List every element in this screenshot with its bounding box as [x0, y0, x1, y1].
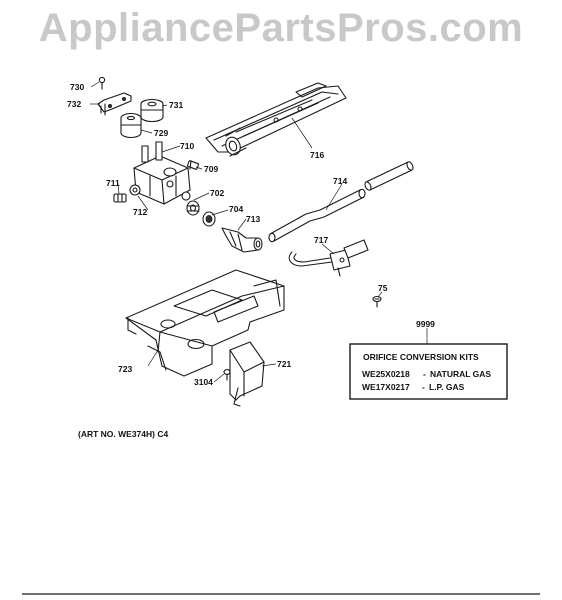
- part-714-gas-tube[interactable]: [268, 161, 414, 243]
- watermark-text: AppliancePartsPros.com: [38, 6, 524, 50]
- kit-line-1-separator: -: [423, 369, 426, 379]
- art-number: (ART NO. WE374H) C4: [78, 429, 168, 439]
- callout-717: 717: [314, 235, 328, 245]
- callout-702: 702: [210, 188, 224, 198]
- callout-712: 712: [133, 207, 147, 217]
- part-716-burner[interactable]: [205, 82, 347, 157]
- part-713-elbow[interactable]: [221, 227, 263, 253]
- kit-title: ORIFICE CONVERSION KITS: [363, 352, 479, 362]
- callout-3104: 3104: [194, 377, 213, 387]
- kit-line-1-part: WE25X0218: [362, 369, 410, 379]
- part-729-coil[interactable]: [120, 112, 142, 139]
- callout-labels: 730 732 731 729 716 710 709 711 702 712 …: [67, 82, 435, 387]
- callout-729: 729: [154, 128, 168, 138]
- callout-714: 714: [333, 176, 347, 186]
- callout-732: 732: [67, 99, 81, 109]
- part-710-gas-valve[interactable]: [129, 141, 191, 205]
- part-721-heat-shield[interactable]: [229, 341, 265, 407]
- callout-704: 704: [229, 204, 243, 214]
- callout-710: 710: [180, 141, 194, 151]
- callout-730: 730: [70, 82, 84, 92]
- part-704-ring[interactable]: [202, 211, 216, 227]
- callout-723: 723: [118, 364, 132, 374]
- part-732-bracket[interactable]: [97, 92, 132, 116]
- part-709-fitting[interactable]: [187, 160, 199, 170]
- callout-711: 711: [106, 178, 120, 188]
- orifice-kits-box: ORIFICE CONVERSION KITS WE25X0218 - NATU…: [349, 343, 508, 400]
- callout-731: 731: [169, 100, 183, 110]
- leader-lines: [90, 81, 428, 383]
- part-730-screw[interactable]: [98, 76, 106, 90]
- callout-709: 709: [204, 164, 218, 174]
- callout-716: 716: [310, 150, 324, 160]
- part-731-coil[interactable]: [140, 98, 164, 123]
- callout-721: 721: [277, 359, 291, 369]
- callout-75: 75: [378, 283, 388, 293]
- kit-line-1-desc: NATURAL GAS: [430, 369, 491, 379]
- part-702-nut[interactable]: [186, 200, 200, 216]
- callout-713: 713: [246, 214, 260, 224]
- kit-line-2-separator: -: [422, 382, 425, 392]
- part-723-mounting-bracket[interactable]: [125, 269, 285, 377]
- part-711-orifice[interactable]: [113, 193, 127, 203]
- part-3104-screw[interactable]: [223, 369, 231, 381]
- callout-9999: 9999: [416, 319, 435, 329]
- part-717-igniter[interactable]: [288, 239, 369, 277]
- kit-line-2-desc: L.P. GAS: [429, 382, 465, 392]
- kit-line-2-part: WE17X0217: [362, 382, 410, 392]
- part-75-screw[interactable]: [372, 295, 382, 308]
